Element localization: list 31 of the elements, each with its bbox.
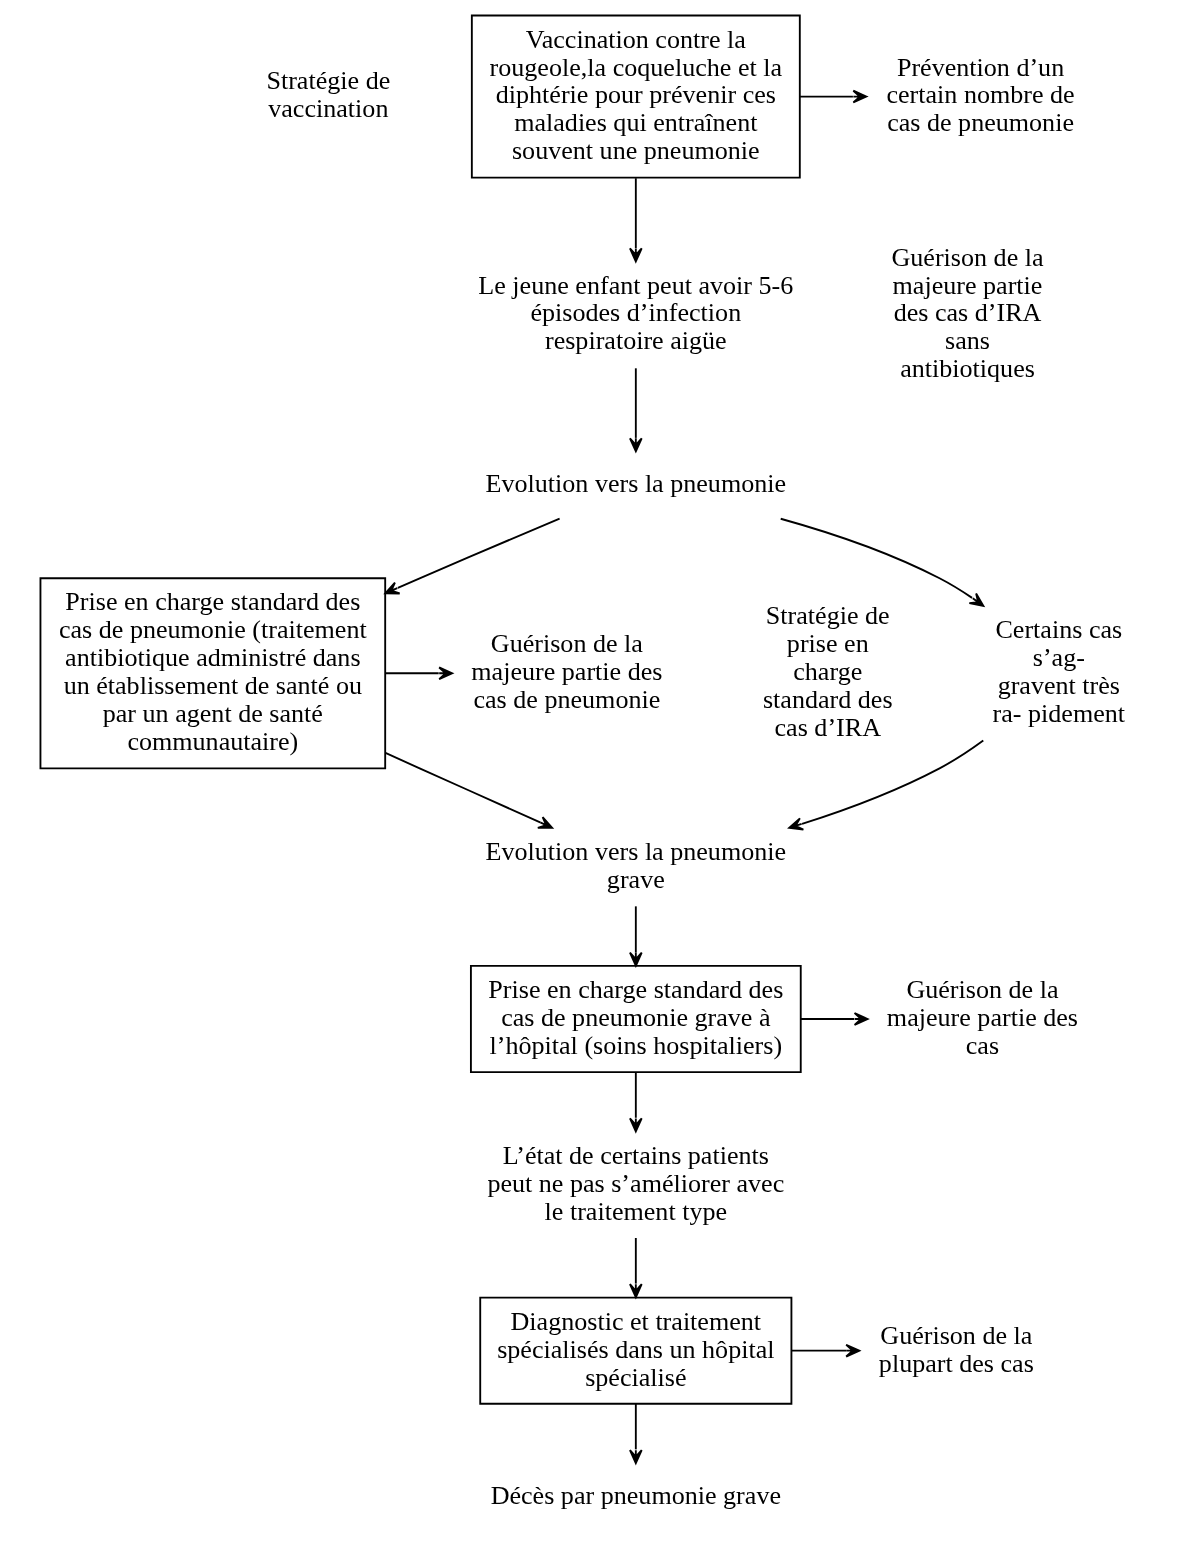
node-text: Evolution vers la pneumonie grave [485,837,786,894]
node-text: Guérison de la majeure partie des cas [886,974,1078,1060]
node-text: L’état de certains patients peut ne pas s’améliorer avec le traitement type [486,1140,784,1226]
node-text: Le jeune enfant peut avoir 5-6 épisodes d’infection respiratoire aigüe [477,270,793,356]
node-box: Vaccination contre la rougeole,la coqueluche et la diphtérie pour prévenir ces maladies qui entraînent souvent une pneumonie [470,14,801,179]
arrow [628,1403,643,1465]
arrow [628,1071,643,1133]
arrow [790,1343,860,1358]
arrow [628,1237,643,1299]
node-text: Evolution vers la pneumonie [485,468,786,498]
arrow [628,177,643,263]
arrow [628,367,643,453]
arrow [798,89,867,104]
arrow [799,1012,869,1026]
node-box: Diagnostic et traitement spécialisés dans un hôpital spécialisé [478,1296,792,1405]
label: Guérison de la majeure partie des cas d’IRA sans antibiotiques [890,242,1044,384]
arrow [787,739,984,831]
arrow [384,666,453,681]
label: Stratégie de vaccination [265,66,390,124]
node-box: Prise en charge standard des cas de pneumonie grave à l’hôpital (soins hospitaliers) [469,964,802,1073]
arrow [779,517,984,607]
arrow [628,905,643,967]
label: Stratégie de prise en charge standard des cas d’IRA [762,601,893,743]
node-text: Guérison de la plupart des cas [878,1320,1034,1378]
node-text: Prévention d’un certain nombre de cas de pneumonie [885,52,1075,138]
node-text: Certains cas s’ag- gravent très ra- pidement [992,615,1125,729]
node-text: Guérison de la majeure partie des cas de pneumonie [470,629,662,715]
node-text: Décès par pneumonie grave [490,1480,781,1510]
node-box: Prise en charge standard des cas de pneumonie (traitement antibiotique administré dans un établissement de santé ou par un agent de santé communautaire) [39,577,386,770]
arrow [383,517,561,595]
arrow [384,752,553,829]
